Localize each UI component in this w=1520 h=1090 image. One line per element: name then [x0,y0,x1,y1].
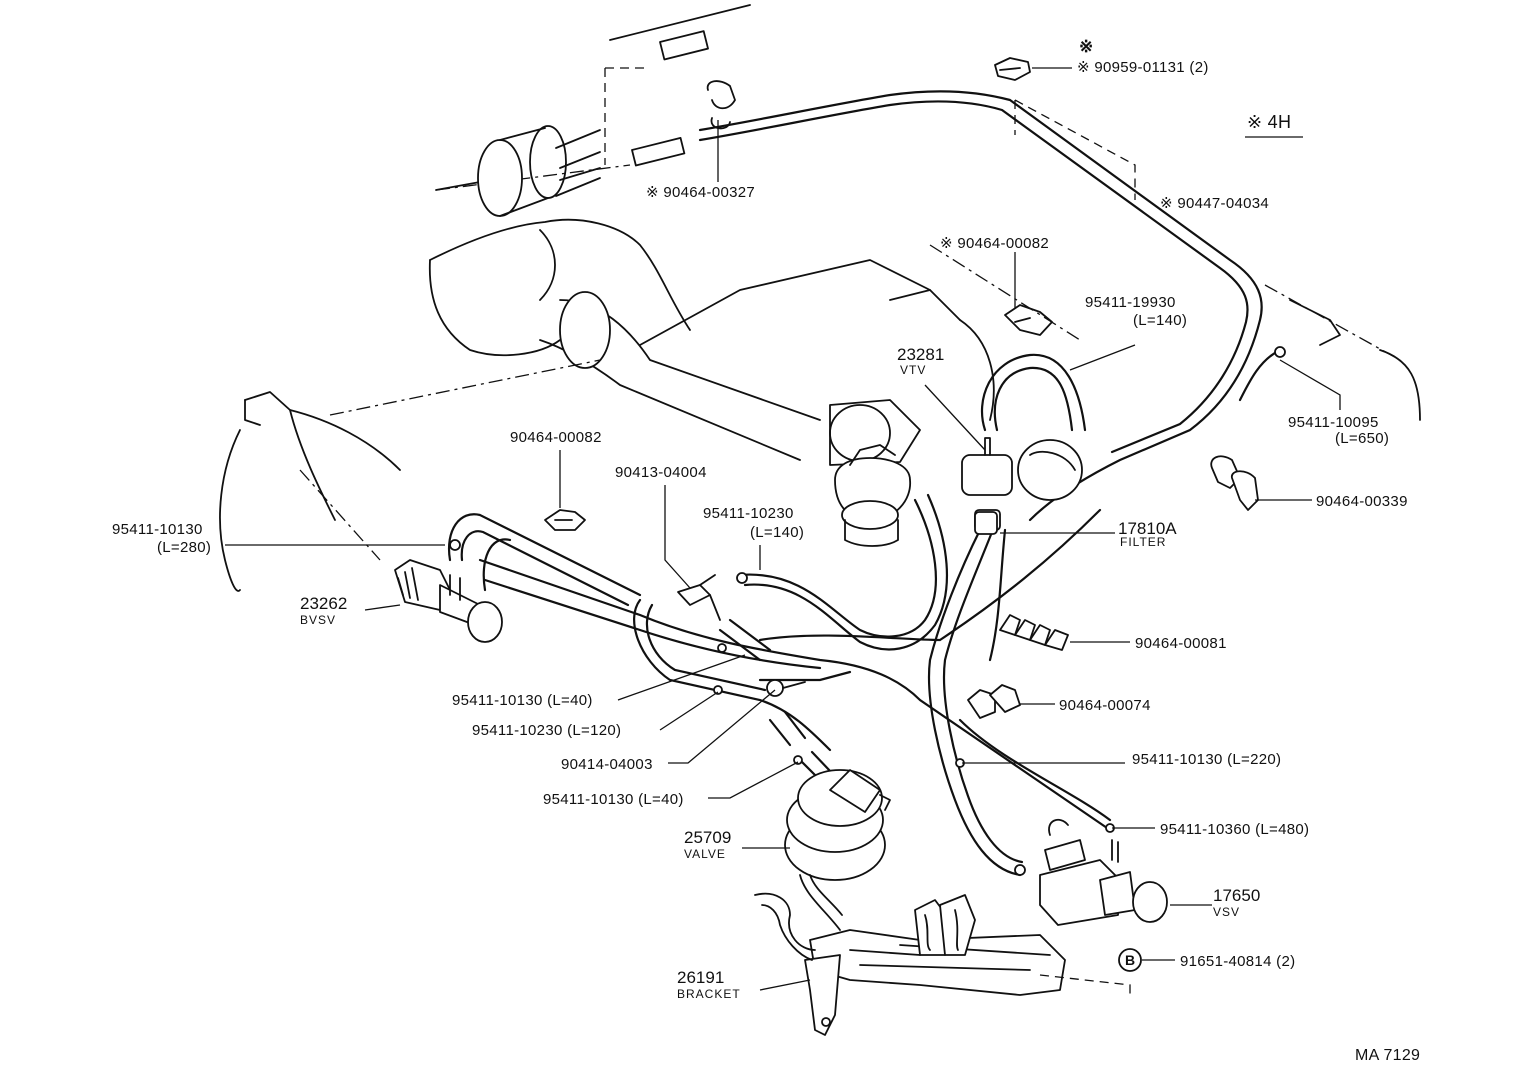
label-95411-10230-length: (L=140) [750,524,804,541]
label-vsv: VSV [1213,905,1240,919]
label-26191: 26191 [677,968,724,987]
leader-95411-19930 [1069,344,1136,371]
label-95411-10130-l40-a: 95411-10130 (L=40) [452,692,593,709]
label-17650: 17650 [1213,886,1260,905]
hose-network [447,493,1115,877]
throttle-valve-icon [834,444,911,547]
valve-25709-icon [784,769,891,931]
label-b-mark: B [1125,952,1135,968]
vacuum-pipe [698,90,1421,522]
bracket-26191-icon [754,892,1066,1036]
label-90447-04034: ※ 90447-04034 [1160,195,1269,212]
label-90464-00327: ※ 90464-00327 [646,184,755,201]
filter-17810a-icon [974,511,998,535]
label-filter: FILTER [1120,535,1166,549]
label-90464-00081: 90464-00081 [1135,635,1227,652]
leader-90414 [668,689,776,764]
bolt-b-circle-icon [1118,948,1142,972]
leader-dash-bolt [1039,974,1131,995]
label-95411-10360: 95411-10360 (L=480) [1160,821,1309,838]
junction-90414-icon [766,679,806,697]
leader-10130-40b [708,761,799,799]
hose-95411-10095 [1238,348,1282,402]
label-95411-10130-l40-b: 95411-10130 (L=40) [543,791,684,808]
leader-dash-90959b [1014,99,1136,200]
clip-90464-00082-top-icon [1004,304,1053,336]
clip-90464-00081-icon [999,614,1069,651]
label-vtv: VTV [900,363,926,377]
clip-90464-00082-icon [544,509,586,531]
label-bracket: BRACKET [677,987,741,1001]
star-mark: ※ [1079,37,1093,56]
label-95411-10130-left-length: (L=280) [157,539,211,556]
hose-end [1274,346,1286,358]
label-95411-10130-left: 95411-10130 [112,521,203,538]
label-95411-10230-l120: 95411-10230 (L=120) [472,722,621,739]
label-23262: 23262 [300,594,347,613]
label-90414-04003: 90414-04003 [561,756,653,773]
label-25709: 25709 [684,828,731,847]
leader-90413 [664,485,691,589]
label-95411-19930-length: (L=140) [1133,312,1187,329]
engine-outline [219,4,1081,592]
label-95411-10230: 95411-10230 [703,505,794,522]
label-23281: 23281 [897,345,944,364]
label-91651-40814: 91651-40814 (2) [1180,953,1295,970]
vtv-assembly-icon [961,353,1087,531]
label-95411-19930: 95411-19930 [1085,294,1176,311]
leader-95411-10095 [1279,359,1341,410]
bvsv-23262-icon [394,559,503,643]
diagram-code: MA 7129 [1355,1047,1420,1064]
leader-26191 [759,979,811,991]
leader-23281 [924,384,986,451]
clamp-90959-icon [994,57,1031,81]
clip-90464-00074-icon [967,684,1021,719]
section-mark-4h: ※ 4H [1247,112,1291,132]
label-bvsv: BVSV [300,613,336,627]
label-90464-00082: 90464-00082 [510,429,602,446]
label-90413-04004: 90413-04004 [615,464,707,481]
leader-10130-40a [617,654,746,701]
label-90959-01131: ※ 90959-01131 (2) [1077,59,1209,76]
clamp-90464-00339-icon [1210,455,1259,511]
label-95411-10130-l220: 95411-10130 (L=220) [1132,751,1281,768]
vsv-17650-icon [1039,818,1168,926]
label-95411-10095: 95411-10095 [1288,414,1379,431]
leader-10230-120 [659,691,719,731]
clip-90464-00327-icon [631,80,736,167]
label-90464-00339: 90464-00339 [1316,493,1408,510]
leader-23262 [364,604,401,611]
label-95411-10095-length: (L=650) [1335,430,1389,447]
label-valve: VALVE [684,847,726,861]
label-90464-00074: 90464-00074 [1059,697,1151,714]
label-90464-00082-top: ※ 90464-00082 [940,235,1049,252]
label-17810a: 17810A [1118,519,1177,538]
junction-90413-icon [677,574,721,621]
